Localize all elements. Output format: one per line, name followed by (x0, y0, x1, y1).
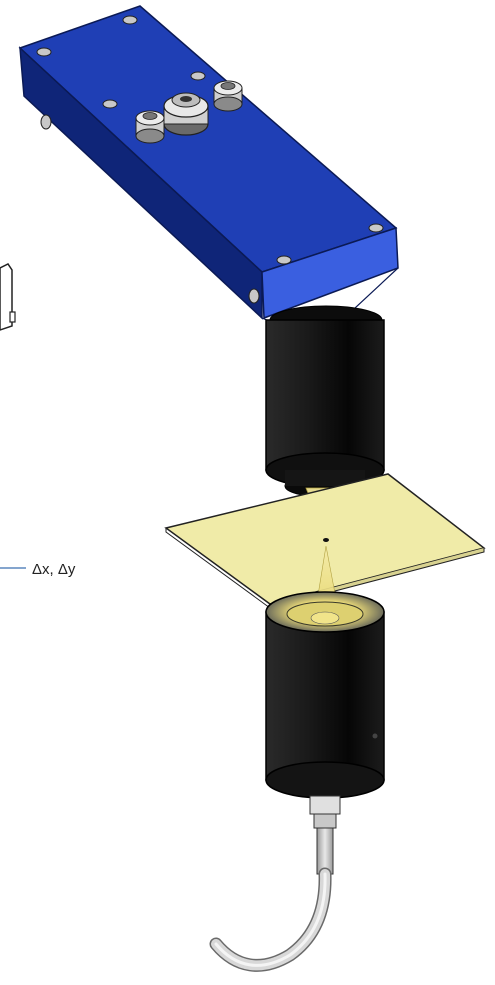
partial-bracket (0, 263, 16, 331)
delta-xy-label: Δx, Δy (32, 561, 76, 578)
lower-cylinder (265, 591, 385, 799)
cable (209, 795, 341, 972)
cable-wire (209, 867, 332, 972)
upper-cylinder (265, 305, 385, 498)
screw-icon (36, 15, 384, 304)
annotation: Δx, Δy (0, 561, 76, 578)
blue-housing (18, 5, 399, 329)
connector-icon (135, 80, 243, 144)
